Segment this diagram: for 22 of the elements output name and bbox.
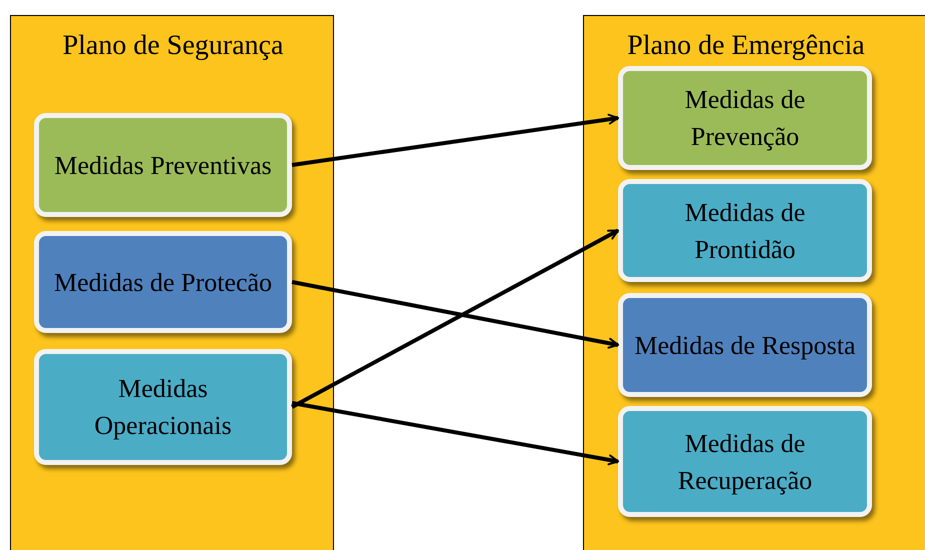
box-label: Medidas Operacionais (93, 373, 233, 442)
arrow (291, 228, 619, 409)
measure-box (618, 293, 872, 397)
arrow (292, 280, 619, 348)
panel-title: Plano de Emergência (626, 30, 866, 62)
measure-box (618, 406, 872, 517)
measure-box (34, 231, 292, 333)
box-label: Medidas de Prontidão (684, 196, 806, 266)
measure-box (618, 179, 872, 282)
box-label: Medidas de Prevenção (684, 84, 806, 153)
box-label: Medidas Preventivas (53, 150, 273, 182)
measure-box (618, 66, 872, 170)
box-label: Medidas de Resposta (634, 330, 856, 362)
arrow (292, 114, 619, 167)
box-label: Medidas de Recuperação (676, 428, 814, 496)
panel-title: Plano de Segurança (62, 30, 284, 62)
box-label: Medidas de Protecão (52, 266, 274, 298)
arrow (292, 401, 619, 465)
measure-box (34, 113, 292, 217)
measure-box (34, 349, 292, 465)
plan-panel (10, 15, 334, 550)
plan-panel (583, 15, 925, 550)
